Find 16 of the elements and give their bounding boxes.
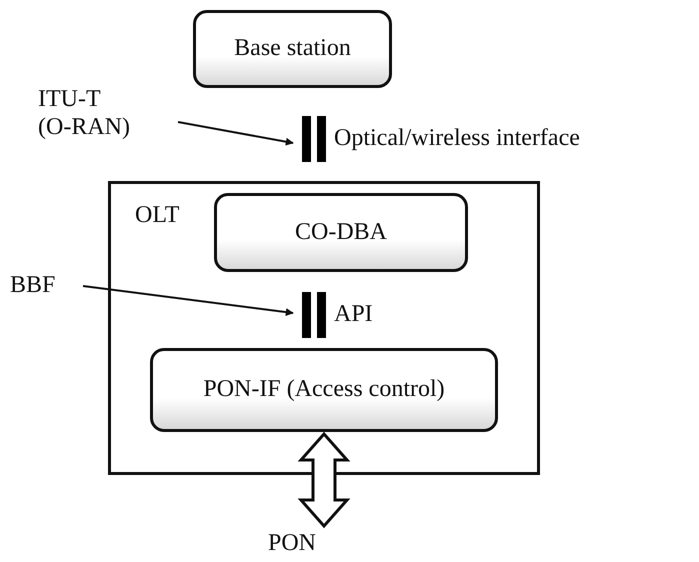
rounded-box [214,193,468,272]
arrow [82,285,294,316]
rounded-box [150,348,498,432]
container-box [108,181,540,475]
node-label: BBF [10,272,56,300]
node-label: PON [268,530,318,558]
node-label: Base station [234,35,351,63]
interface-label: API [334,301,373,328]
double-block-arrow [298,432,350,528]
rounded-box [193,10,392,88]
arrow [178,121,294,146]
container-label: OLT [135,202,180,230]
node-label: PON-IF (Access control) [203,376,445,404]
node-label: CO-DBA [294,218,387,246]
interface-label: Optical/wireless interface [334,125,580,152]
node-label: ITU-T (O-RAN) [38,86,130,142]
